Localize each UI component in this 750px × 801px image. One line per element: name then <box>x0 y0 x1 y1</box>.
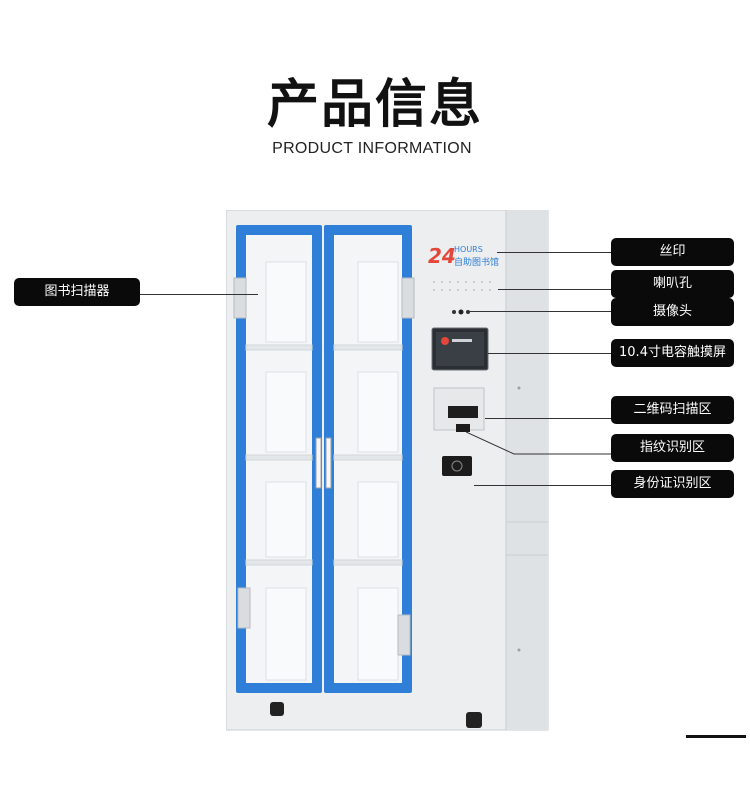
callout-camera: 摄像头 <box>611 298 734 326</box>
page-title: 产品信息 <box>266 75 483 135</box>
callout-touch-screen: 10.4寸电容触摸屏 <box>611 339 734 367</box>
silk-print-logo: 24 HOURS 自助图书馆 <box>428 244 518 274</box>
callout-speaker-hole: 喇叭孔 <box>611 270 734 298</box>
leader-line <box>474 485 611 486</box>
leader-line <box>488 353 611 354</box>
callout-id-card-area: 身份证识别区 <box>611 470 734 498</box>
logo-hours: HOURS <box>454 245 483 254</box>
library-cabinet-illustration <box>226 210 549 731</box>
leader-line <box>497 252 611 253</box>
leader-line <box>485 418 611 419</box>
logo-library-name: 自助图书馆 <box>454 258 500 268</box>
page-subtitle: PRODUCT INFORMATION <box>272 140 472 157</box>
logo-number: 24 <box>428 244 456 268</box>
leader-line <box>498 289 611 290</box>
callout-book-scanner: 图书扫描器 <box>14 278 140 306</box>
decorative-bar <box>686 735 746 738</box>
callout-fingerprint-area: 指纹识别区 <box>611 434 734 462</box>
callout-silk-print: 丝印 <box>611 238 734 266</box>
leader-line <box>466 431 611 455</box>
leader-line <box>470 311 611 312</box>
callout-qr-scan-area: 二维码扫描区 <box>611 396 734 424</box>
leader-line <box>140 294 258 295</box>
